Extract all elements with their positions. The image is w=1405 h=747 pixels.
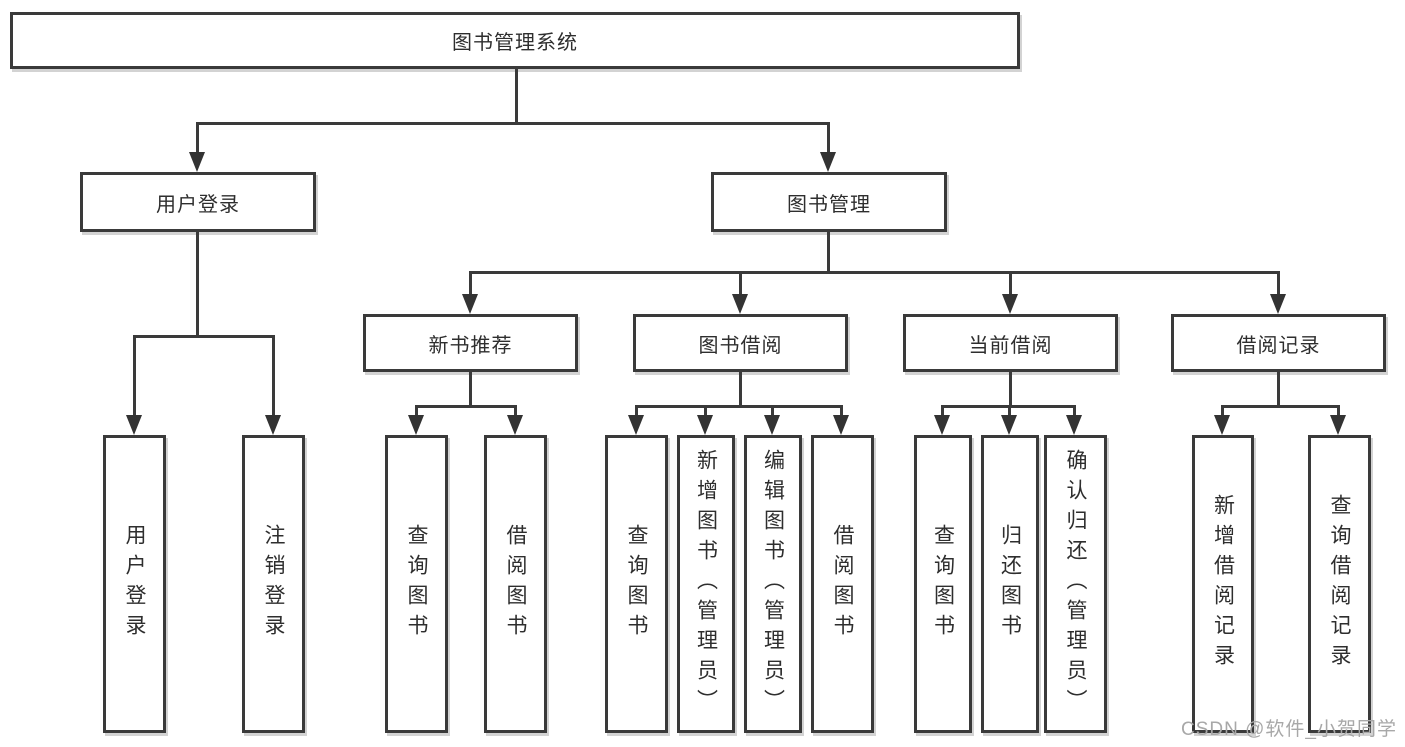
connector-book-management-stem [827,232,830,274]
node-book-management: 图书管理 [711,172,947,232]
leaf-label: 查询图书 [931,524,955,644]
leaf-label: 查询图书 [625,524,648,644]
arrow-down-icon [265,415,281,435]
node-library-management-system: 图书管理系统 [10,12,1020,69]
connector-drop-user-login-leaf [133,335,136,417]
arrow-down-icon [732,294,748,314]
node-current-borrowing: 当前借阅 [903,314,1118,372]
leaf-borrow-books: 借阅图书 [811,435,874,733]
connector-drop [1073,405,1076,417]
leaf-label: 查询图书 [405,524,428,644]
arrow-down-icon [833,415,849,435]
leaf-return-books: 归还图书 [981,435,1039,733]
connector-borrowing-rail [635,405,843,408]
connector-drop [1008,405,1011,417]
leaf-label: 查询借阅记录 [1328,494,1351,674]
leaf-query-books-current: 查询图书 [914,435,972,733]
arrow-down-icon [462,294,478,314]
connector-drop-records [1277,271,1280,297]
leaf-label: 新增图书（管理员） [694,449,718,719]
connector-root-stem [515,69,518,123]
connector-drop [771,405,774,417]
arrow-down-icon [820,152,836,172]
connector-records-stem [1277,372,1280,408]
node-borrowing-records: 借阅记录 [1171,314,1386,372]
connector-drop-borrowing [739,271,742,297]
connector-user-login-rail [133,335,275,338]
connector-user-login-stem [196,232,199,337]
connector-drop-user-login [196,122,199,154]
arrow-down-icon [408,415,424,435]
leaf-label: 借阅图书 [504,524,527,644]
node-book-borrowing: 图书借阅 [633,314,848,372]
connector-book-management-rail [469,271,1280,274]
node-label: 当前借阅 [968,334,1053,357]
arrow-down-icon [764,415,780,435]
leaf-add-books-admin: 新增图书（管理员） [677,435,735,733]
arrow-down-icon [126,415,142,435]
connector-recommend-stem [469,372,472,408]
connector-drop [415,405,418,417]
leaf-label: 注销登录 [262,524,285,644]
arrow-down-icon [1270,294,1286,314]
arrow-down-icon [1330,415,1346,435]
connector-current-stem [1009,372,1012,408]
arrow-down-icon [189,152,205,172]
node-label: 图书管理系统 [452,32,578,54]
connector-drop [635,405,638,417]
leaf-query-books-recommend: 查询图书 [385,435,448,733]
leaf-label: 借阅图书 [831,524,854,644]
arrow-down-icon [1214,415,1230,435]
leaf-add-borrow-record: 新增借阅记录 [1192,435,1254,733]
node-label: 图书管理 [787,193,871,216]
node-user-login: 用户登录 [80,172,316,232]
leaf-logout: 注销登录 [242,435,305,733]
leaf-edit-books-admin: 编辑图书（管理员） [744,435,802,733]
connector-drop [1337,405,1340,417]
arrow-down-icon [697,415,713,435]
connector-drop [840,405,843,417]
leaf-label: 确认归还（管理员） [1064,449,1087,719]
node-label: 新书推荐 [428,334,513,357]
node-label: 图书借阅 [698,334,783,357]
connector-root-rail [196,122,830,125]
leaf-query-borrow-record: 查询借阅记录 [1308,435,1371,733]
leaf-label: 归还图书 [998,524,1022,644]
leaf-confirm-return-admin: 确认归还（管理员） [1044,435,1107,733]
node-label: 用户登录 [156,193,240,216]
node-label: 借阅记录 [1236,334,1321,357]
connector-records-rail [1221,405,1340,408]
arrow-down-icon [1001,415,1017,435]
connector-borrowing-stem [739,372,742,408]
connector-drop-book-management [827,122,830,154]
connector-recommend-rail [415,405,517,408]
leaf-label: 新增借阅记录 [1211,494,1235,674]
leaf-label: 用户登录 [123,524,146,644]
leaf-user-login: 用户登录 [103,435,166,733]
connector-drop [514,405,517,417]
connector-drop [1221,405,1224,417]
connector-drop-recommend [469,271,472,297]
node-new-book-recommendation: 新书推荐 [363,314,578,372]
arrow-down-icon [934,415,950,435]
leaf-query-books-borrow: 查询图书 [605,435,668,733]
csdn-watermark: CSDN @软件_小贺同学 [1181,719,1397,740]
connector-drop [704,405,707,417]
arrow-down-icon [628,415,644,435]
arrow-down-icon [1066,415,1082,435]
arrow-down-icon [1002,294,1018,314]
connector-drop-logout-leaf [272,335,275,417]
arrow-down-icon [507,415,523,435]
leaf-borrow-books-recommend: 借阅图书 [484,435,547,733]
connector-drop [941,405,944,417]
leaf-label: 编辑图书（管理员） [761,449,785,719]
connector-drop-current [1009,271,1012,297]
